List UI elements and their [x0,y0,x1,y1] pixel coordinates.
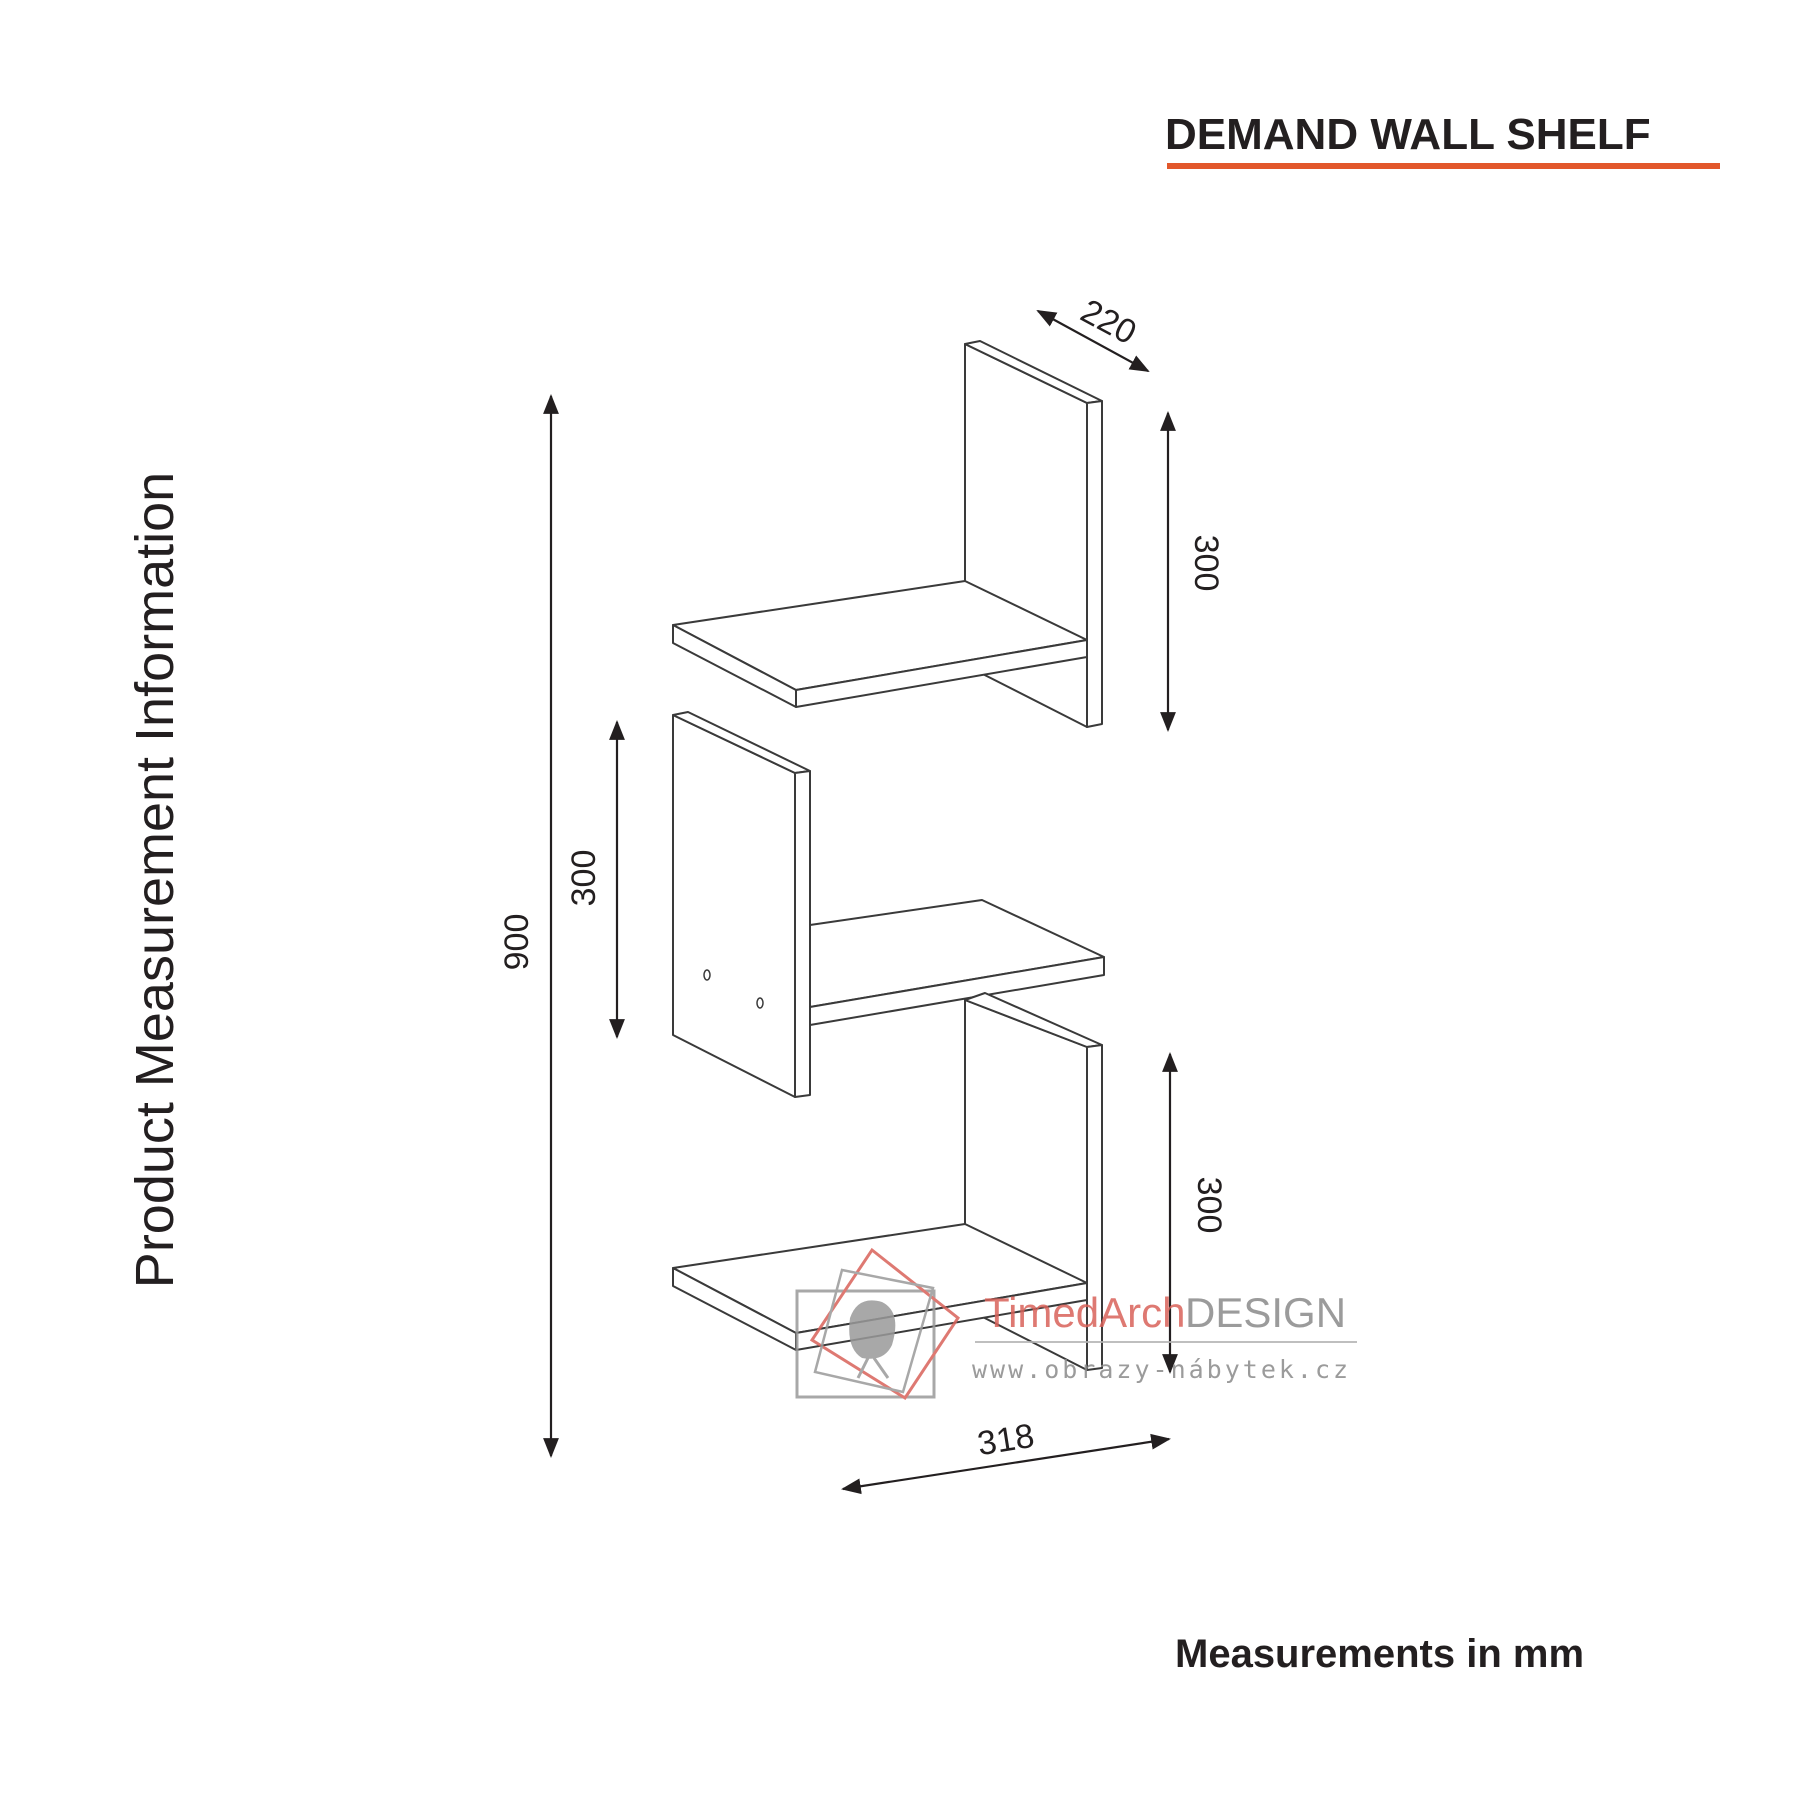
shelf-drawing [672,340,1105,1371]
watermark: TimedArch DESIGN www.obrazy-nábytek.cz [795,1247,1357,1401]
title-underline [1167,163,1720,169]
chair-logo-icon [795,1247,961,1401]
watermark-url: www.obrazy-nábytek.cz [972,1355,1351,1384]
top-shelf-board [672,580,1088,708]
depth-dimension-line [1036,310,1150,372]
bottom-section-label: 300 [1190,1177,1228,1234]
total-height-label: 900 [498,914,536,971]
watermark-brand-2: DESIGN [1185,1289,1346,1336]
watermark-brand-1: TimedArch [984,1289,1186,1336]
top-section-label: 300 [1187,535,1225,592]
product-title: DEMAND WALL SHELF [1165,110,1651,159]
middle-shelf-board [809,899,1105,1026]
width-label: 318 [975,1417,1037,1463]
units-note: Measurements in mm [1175,1632,1585,1676]
middle-upright-panel [672,711,811,1098]
depth-label: 220 [1075,292,1143,352]
middle-section-label: 300 [565,850,603,907]
width-dimension-line [841,1433,1171,1495]
